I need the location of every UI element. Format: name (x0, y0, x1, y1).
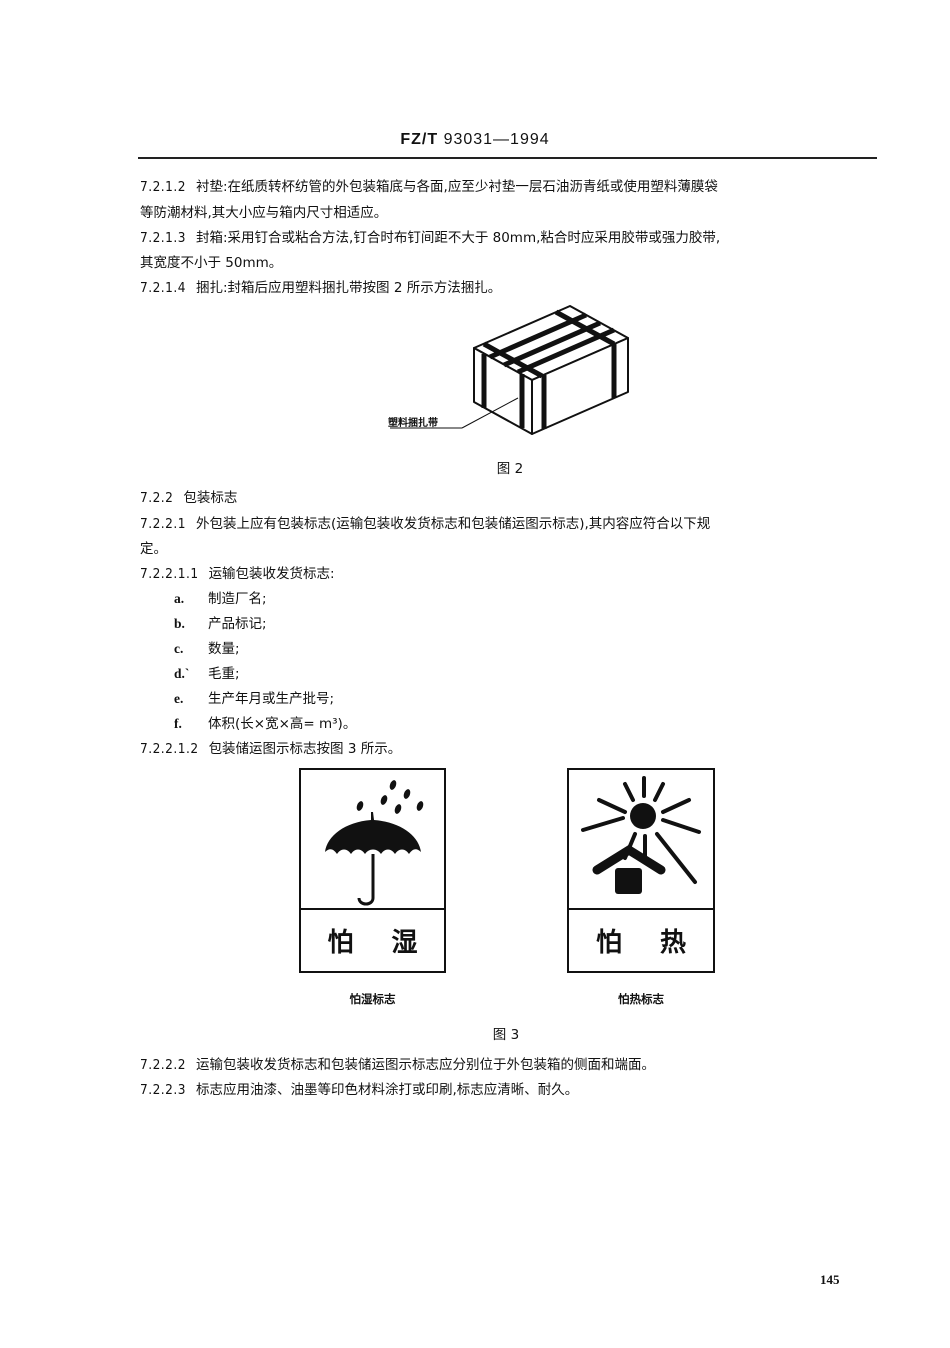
keep-dry-sign: 怕 湿 (299, 768, 446, 973)
paragraph-7-2-1-3: 7.2.1.3 封箱:采用钉合或粘合方法,钉合时布钉间距不大于 80mm,粘合时应… (140, 229, 720, 247)
paragraph-7-2-2-1-cont: 定。 (140, 541, 167, 557)
section-title: 包装标志 (183, 490, 238, 506)
list-item-letter: d.` (174, 666, 190, 681)
paragraph-7-2-2-3: 7.2.2.3 标志应用油漆、油墨等印色材料涂打或印刷,标志应清晰、耐久。 (140, 1081, 578, 1099)
sign-char: 热 (660, 928, 687, 958)
clause-number: 7.2.1.3 (140, 230, 186, 246)
paragraph-7-2-1-2: 7.2.1.2 衬垫:在纸质转杯纺管的外包装箱底与各面,应至少衬垫一层石油沥青纸或… (140, 178, 718, 196)
list-item-letter: f. (174, 716, 182, 731)
keep-dry-pictogram (301, 770, 444, 910)
list-item: c. 数量; (174, 640, 240, 658)
paragraph-7-2-1-2-cont: 等防潮材料,其大小应与箱内尺寸相适应。 (140, 205, 388, 221)
umbrella-rain-icon (325, 780, 424, 906)
list-item: e. 生产年月或生产批号; (174, 690, 334, 708)
figure-2-callout-label: 塑料捆扎带 (388, 418, 438, 429)
sign-char: 怕 (327, 928, 354, 958)
figure-3-caption: 图 3 (492, 1027, 520, 1043)
standard-code-prefix: FZ/T (400, 131, 439, 148)
section-number: 7.2.2 (140, 490, 174, 506)
protect-from-heat-caption: 怕热标志 (618, 992, 664, 1006)
strapped-box-illustration (390, 305, 629, 435)
list-item-text: 数量; (208, 641, 240, 657)
list-item-letter: a. (174, 591, 185, 606)
keep-dry-caption: 怕湿标志 (349, 992, 396, 1006)
list-item-text: 制造厂名; (208, 591, 267, 607)
clause-number: 7.2.2.1.2 (140, 741, 199, 757)
list-item-letter: b. (174, 616, 185, 631)
list-item: f. 体积(长×宽×高= m³)。 (174, 715, 356, 733)
paragraph-7-2-2-1-1: 7.2.2.1.1 运输包装收发货标志: (140, 565, 335, 583)
protect-from-heat-sign: 怕 热 (567, 768, 715, 973)
page-header: FZ/T 93031—1994 (0, 131, 950, 149)
keep-dry-label: 怕 湿 (301, 910, 444, 971)
paragraph-7-2-2-2: 7.2.2.2 运输包装收发货标志和包装储运图示标志应分别位于外包装箱的侧面和端面… (140, 1056, 655, 1074)
standard-code-number: 93031—1994 (443, 131, 550, 148)
protect-from-heat-pictogram (569, 770, 713, 910)
list-item-letter: c. (174, 641, 184, 656)
clause-number: 7.2.2.3 (140, 1082, 186, 1098)
page-number: 145 (820, 1272, 840, 1287)
figure-2 (380, 300, 640, 440)
sun-heat-icon (581, 776, 701, 894)
clause-number: 7.2.2.2 (140, 1057, 186, 1073)
clause-text: 标志应用油漆、油墨等印色材料涂打或印刷,标志应清晰、耐久。 (195, 1082, 579, 1098)
list-item-text: 体积(长×宽×高= m³)。 (208, 716, 357, 732)
clause-text: 捆扎:封箱后应用塑料捆扎带按图 2 所示方法捆扎。 (195, 280, 502, 296)
clause-number: 7.2.1.2 (140, 179, 186, 195)
paragraph-7-2-1-4: 7.2.1.4 捆扎:封箱后应用塑料捆扎带按图 2 所示方法捆扎。 (140, 279, 501, 297)
clause-text: 衬垫:在纸质转杯纺管的外包装箱底与各面,应至少衬垫一层石油沥青纸或使用塑料薄膜袋 (195, 179, 718, 195)
sign-char: 湿 (391, 928, 418, 958)
clause-number: 7.2.2.1.1 (140, 566, 199, 582)
protect-from-heat-label: 怕 热 (569, 910, 713, 971)
list-item-text: 产品标记; (208, 616, 267, 632)
header-rule (138, 157, 877, 159)
list-item: b. 产品标记; (174, 615, 267, 633)
list-item: a. 制造厂名; (174, 590, 267, 608)
clause-text: 封箱:采用钉合或粘合方法,钉合时布钉间距不大于 80mm,粘合时应采用胶带或强力… (195, 230, 721, 246)
clause-text: 运输包装收发货标志和包装储运图示标志应分别位于外包装箱的侧面和端面。 (195, 1057, 655, 1073)
clause-text: 外包装上应有包装标志(运输包装收发货标志和包装储运图示标志),其内容应符合以下规 (195, 516, 711, 532)
clause-text: 运输包装收发货标志: (208, 566, 335, 582)
paragraph-7-2-1-3-cont: 其宽度不小于 50mm。 (140, 255, 283, 271)
clause-number: 7.2.1.4 (140, 280, 186, 296)
figure-2-caption: 图 2 (496, 461, 524, 477)
list-item-text: 毛重; (208, 666, 240, 682)
list-item-text: 生产年月或生产批号; (208, 691, 335, 707)
sign-char: 怕 (595, 928, 622, 958)
paragraph-7-2-2-1-2: 7.2.2.1.2 包装储运图示标志按图 3 所示。 (140, 740, 401, 758)
list-item-letter: e. (174, 691, 184, 706)
section-7-2-2-heading: 7.2.2 包装标志 (140, 489, 237, 507)
paragraph-7-2-2-1: 7.2.2.1 外包装上应有包装标志(运输包装收发货标志和包装储运图示标志),其内… (140, 515, 710, 533)
list-item: d.` 毛重; (174, 665, 240, 683)
clause-number: 7.2.2.1 (140, 516, 186, 532)
clause-text: 包装储运图示标志按图 3 所示。 (208, 741, 402, 757)
